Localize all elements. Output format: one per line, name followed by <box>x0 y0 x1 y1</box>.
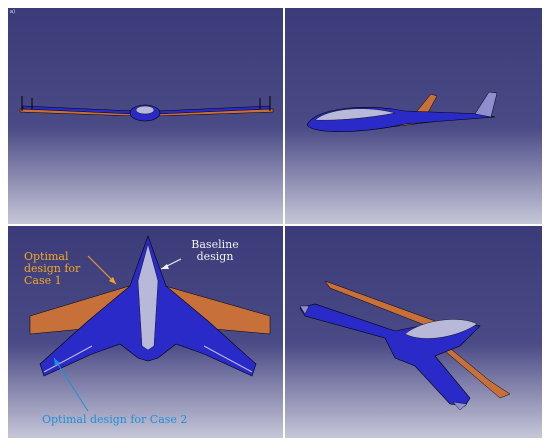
panel-corner-label: a) <box>10 9 16 15</box>
panel-side-view <box>285 8 542 224</box>
isometric-view-render <box>285 226 542 438</box>
annotation-optimal-case-2: Optimal design for Case 2 <box>42 413 188 426</box>
figure-frame: a) <box>8 8 542 438</box>
annotation-baseline-design: Baseline design <box>185 239 245 263</box>
panel-front-view: a) <box>8 8 283 224</box>
annotation-baseline-line-2: design <box>196 250 234 263</box>
annotation-optimal-case-1: Optimal design for Case 1 <box>24 251 104 287</box>
side-view-render <box>285 8 542 224</box>
panel-isometric-view <box>285 226 542 438</box>
annotation-case1-line-3: Case 1 <box>24 274 62 287</box>
front-view-render <box>8 8 283 224</box>
annotation-case1-line-2: design for <box>24 262 81 275</box>
annotation-case1-line-1: Optimal <box>24 250 69 263</box>
panel-top-view: Optimal design for Case 1 Baseline desig… <box>8 226 283 438</box>
annotation-baseline-line-1: Baseline <box>191 238 239 251</box>
top-view-render <box>8 226 283 438</box>
